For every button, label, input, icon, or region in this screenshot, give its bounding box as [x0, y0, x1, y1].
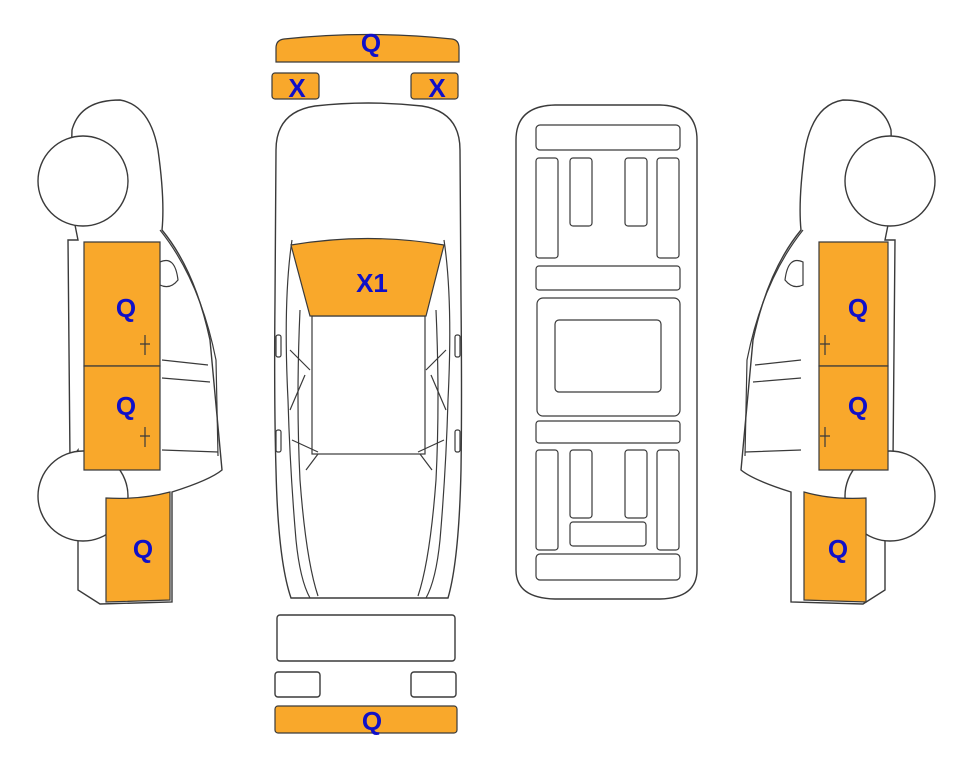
left-headlight-panel[interactable]: [271, 72, 320, 100]
rear-view: Q: [274, 614, 458, 736]
left-front-wheel: [37, 135, 129, 227]
rear-bumper-mark: Q: [362, 706, 382, 736]
right-rear-quarter-mark: Q: [828, 534, 848, 564]
right-headlight-panel[interactable]: [410, 72, 459, 100]
car-body-outline: [273, 102, 463, 599]
right-rear-door-panel[interactable]: [818, 365, 889, 471]
left-rear-door-mark: Q: [116, 391, 136, 421]
front-bumper-panel[interactable]: [275, 33, 460, 63]
left-rear-quarter-mark: Q: [133, 534, 153, 564]
right-front-wheel: [844, 135, 936, 227]
rear-bumper-panel[interactable]: [274, 705, 458, 734]
left-headlight-mark: X: [288, 73, 306, 103]
right-side-view: Q Q Q: [740, 99, 936, 605]
right-rear-wheel: [844, 450, 936, 542]
left-rear-quarter-panel[interactable]: [105, 491, 171, 603]
left-side-view: Q Q Q: [37, 99, 223, 605]
left-front-door-mark: Q: [116, 293, 136, 323]
underside-view: [515, 104, 698, 600]
right-headlight-mark: X: [428, 73, 446, 103]
front-bumper-mark: Q: [361, 28, 381, 58]
hood-panel[interactable]: [290, 237, 445, 317]
front-view: Q X X: [271, 28, 460, 103]
hood-mark: X1: [356, 268, 388, 298]
top-view: X1: [273, 102, 463, 599]
rear-window: [276, 614, 456, 662]
right-rear-quarter-panel[interactable]: [803, 491, 867, 603]
left-taillight: [274, 671, 321, 698]
right-front-door-mark: Q: [848, 293, 868, 323]
right-taillight: [410, 671, 457, 698]
right-rear-door-mark: Q: [848, 391, 868, 421]
left-rear-door-panel[interactable]: [83, 365, 161, 471]
